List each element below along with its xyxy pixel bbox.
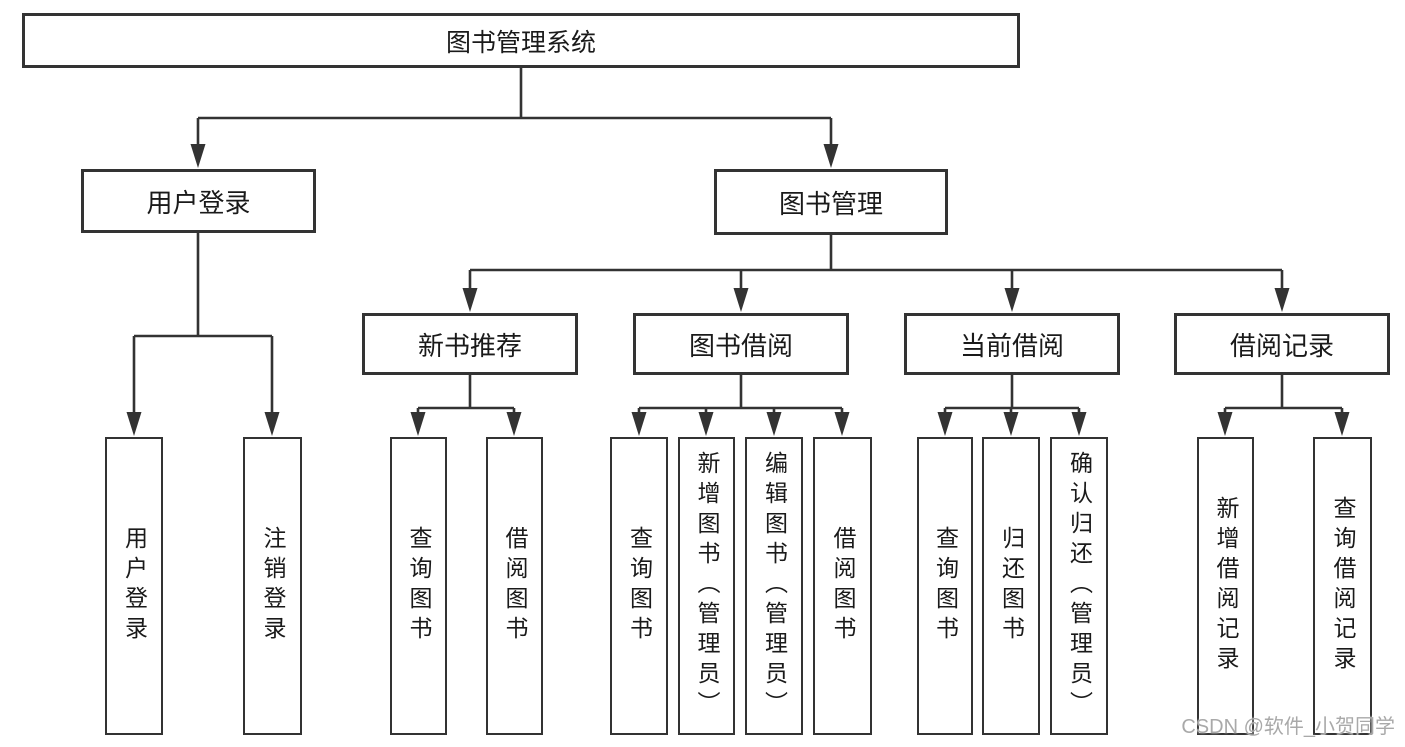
leaf-query-book-current: 查询图书 [917, 437, 973, 735]
node-book-management: 图书管理 [714, 169, 948, 235]
node-new-book-recommend-label: 新书推荐 [417, 330, 522, 361]
node-new-book-recommend: 新书推荐 [362, 313, 578, 375]
leaf-add-book-admin-label: 新增图书（管理员） [694, 451, 720, 721]
leaf-logout-label: 注销登录 [260, 526, 286, 646]
node-borrow-records-label: 借阅记录 [1229, 330, 1334, 361]
leaf-return-book-label: 归还图书 [998, 526, 1025, 646]
node-book-borrow-label: 图书借阅 [688, 330, 793, 361]
leaf-borrow-book-recommend: 借阅图书 [486, 437, 543, 735]
leaf-return-book: 归还图书 [982, 437, 1040, 735]
leaf-add-borrow-record: 新增借阅记录 [1197, 437, 1254, 735]
leaf-query-book-recommend-label: 查询图书 [406, 526, 432, 646]
node-library-management-system-label: 图书管理系统 [445, 28, 596, 57]
node-current-borrow: 当前借阅 [904, 313, 1120, 375]
leaf-query-book-recommend: 查询图书 [390, 437, 447, 735]
leaf-add-borrow-record-label: 新增借阅记录 [1213, 496, 1239, 676]
leaf-query-book-borrow-label: 查询图书 [626, 526, 653, 646]
leaf-query-borrow-record: 查询借阅记录 [1313, 437, 1372, 735]
node-user-login: 用户登录 [81, 169, 316, 233]
leaf-confirm-return-admin-label: 确认归还（管理员） [1066, 451, 1093, 721]
leaf-logout: 注销登录 [243, 437, 302, 735]
csdn-watermark: CSDN @软件_小贺同学 [1181, 716, 1395, 738]
node-book-management-label: 图书管理 [778, 188, 883, 219]
node-book-borrow: 图书借阅 [633, 313, 849, 375]
leaf-edit-book-admin: 编辑图书（管理员） [745, 437, 803, 735]
leaf-user-login: 用户登录 [105, 437, 163, 735]
leaf-borrow-book: 借阅图书 [813, 437, 872, 735]
node-library-management-system: 图书管理系统 [22, 13, 1020, 68]
leaf-confirm-return-admin: 确认归还（管理员） [1050, 437, 1108, 735]
node-user-login-label: 用户登录 [146, 187, 251, 218]
leaf-query-book-current-label: 查询图书 [932, 526, 959, 646]
node-current-borrow-label: 当前借阅 [959, 330, 1064, 361]
leaf-add-book-admin: 新增图书（管理员） [678, 437, 735, 735]
leaf-borrow-book-recommend-label: 借阅图书 [502, 526, 528, 646]
leaf-borrow-book-label: 借阅图书 [830, 526, 856, 646]
leaf-user-login-label: 用户登录 [121, 526, 148, 646]
node-borrow-records: 借阅记录 [1174, 313, 1390, 375]
leaf-query-borrow-record-label: 查询借阅记录 [1330, 496, 1356, 676]
leaf-edit-book-admin-label: 编辑图书（管理员） [761, 451, 788, 721]
leaf-query-book-borrow: 查询图书 [610, 437, 668, 735]
